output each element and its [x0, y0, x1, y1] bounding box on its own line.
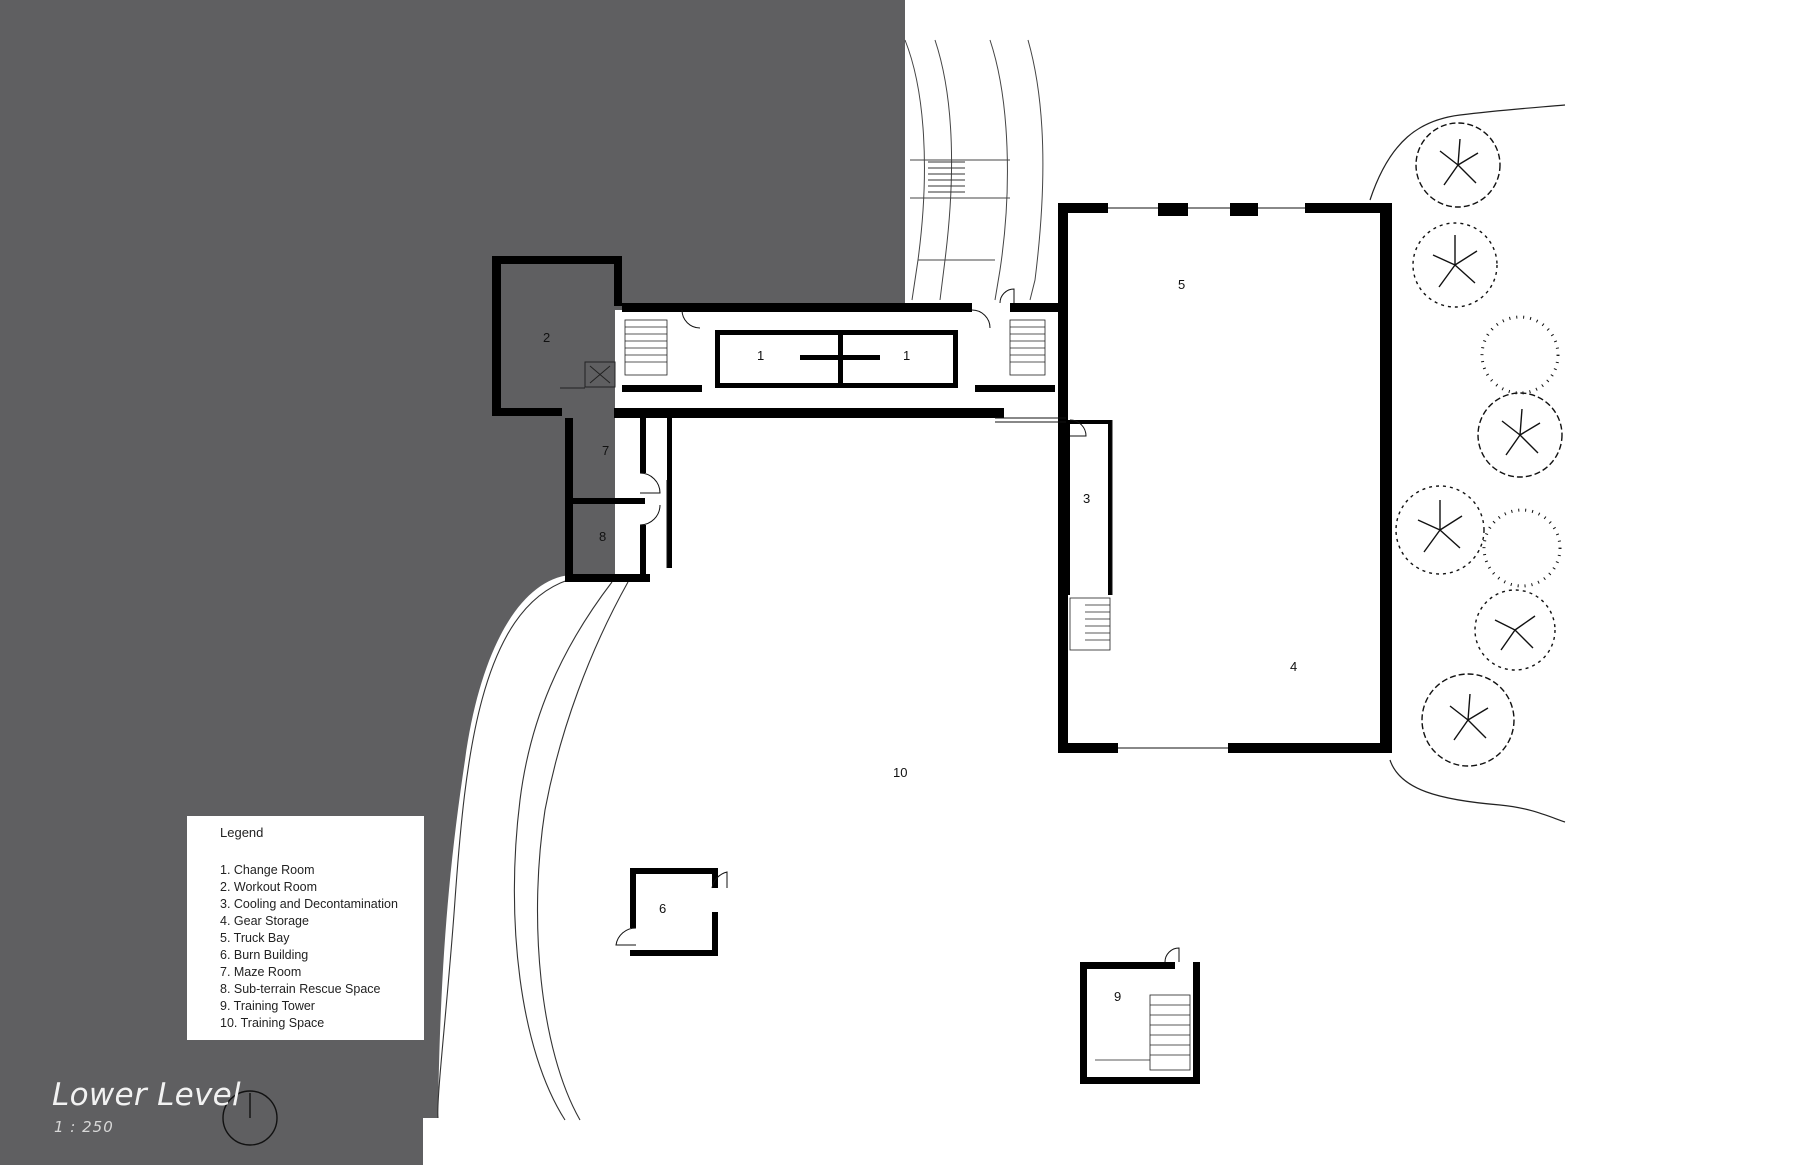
room-label-5: 5: [1178, 277, 1185, 292]
terrain-mass: [0, 0, 905, 1165]
room-label-6: 6: [659, 901, 666, 916]
room-label-10: 10: [893, 765, 907, 780]
legend-item: 10. Training Space: [220, 1016, 325, 1030]
road-path: [437, 579, 629, 1121]
legend-item: 2. Workout Room: [220, 880, 318, 894]
room-label-2: 2: [543, 330, 550, 345]
legend-item: 3. Cooling and Decontamination: [220, 897, 398, 911]
legend-item: 5. Truck Bay: [220, 931, 290, 945]
room-label-1a: 1: [757, 348, 764, 363]
elevator-icon: [560, 361, 616, 389]
stairs: [624, 319, 1191, 1071]
legend-item: 8. Sub-terrain Rescue Space: [220, 982, 381, 996]
legend-item: 6. Burn Building: [220, 948, 309, 962]
walls: [492, 203, 1392, 1084]
drawing-title: Lower Level: [52, 1077, 241, 1113]
legend-panel: Legend 1. Change Room 2. Workout Room 3.…: [187, 816, 424, 1040]
room-label-8: 8: [599, 529, 606, 544]
north-arrow-icon: [222, 1090, 278, 1146]
openings: [615, 207, 1305, 963]
legend-item: 9. Training Tower: [220, 999, 315, 1013]
room-label-7: 7: [602, 443, 609, 458]
ramp: [904, 39, 1044, 301]
legend-list: 1. Change Room 2. Workout Room 3. Coolin…: [220, 862, 424, 1032]
legend-title: Legend: [220, 825, 264, 840]
legend-item: 7. Maze Room: [220, 965, 302, 979]
room-label-3: 3: [1083, 491, 1090, 506]
drawing-scale: 1 : 250: [54, 1118, 114, 1136]
legend-item: 1. Change Room: [220, 863, 315, 877]
room-label-4: 4: [1290, 659, 1297, 674]
room-label-1b: 1: [903, 348, 910, 363]
ramp-stair: [928, 161, 965, 193]
landscape-edge: [1369, 104, 1566, 201]
tree-icon: [1395, 122, 1563, 767]
legend-item: 4. Gear Storage: [220, 914, 309, 928]
landscape-edge: [1389, 759, 1566, 823]
room-labels: 1 1 2 3 4 5 6 7 8 9 10: [543, 277, 1297, 1004]
room-label-9: 9: [1114, 989, 1121, 1004]
